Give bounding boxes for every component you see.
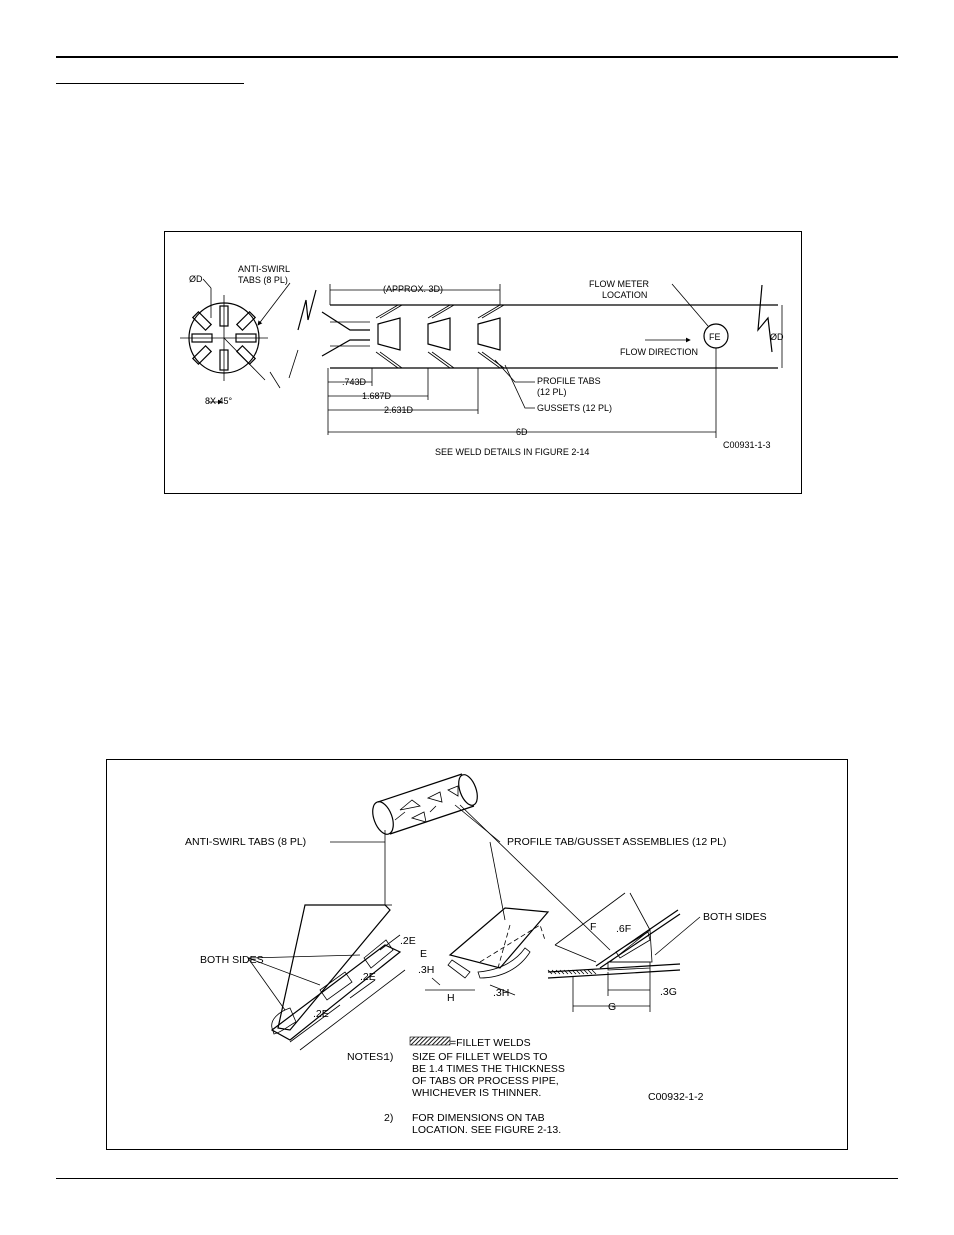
fig1-dim-743: .743D: [342, 377, 367, 387]
fig1-see-weld: SEE WELD DETAILS IN FIGURE 2-14: [435, 447, 589, 457]
fig2-note1-line2: BE 1.4 TIMES THE THICKNESS: [412, 1063, 565, 1075]
fig1-diameter-right: ØD: [770, 332, 784, 342]
fig1-fe-label: FE: [709, 332, 721, 342]
leader-lines: [330, 804, 611, 951]
fig2-dim-6f: .6F: [616, 923, 631, 935]
fig2-note1-line1: SIZE OF FILLET WELDS TO: [412, 1051, 547, 1063]
fig2-both-sides-left: BOTH SIDES: [200, 954, 264, 966]
fig1-code: C00931-1-3: [723, 440, 771, 450]
fig1-profile-tabs-2: (12 PL): [537, 387, 567, 397]
fig2-note2-line1: FOR DIMENSIONS ON TAB: [412, 1112, 545, 1124]
fig1-anti-swirl-label: ANTI-SWIRL: [238, 264, 290, 274]
fig2-note2-num: 2): [384, 1112, 393, 1124]
fig2-note2-line2: LOCATION. SEE FIGURE 2-13.: [412, 1124, 561, 1136]
pipe-end-view: [180, 278, 291, 405]
fig1-anti-swirl-label-2: TABS (8 PL): [238, 275, 288, 285]
fig1-profile-tabs: PROFILE TABS: [537, 376, 601, 386]
fig2-profile-assemblies: PROFILE TAB/GUSSET ASSEMBLIES (12 PL): [507, 836, 726, 848]
anti-swirl-tab-detail: [247, 904, 406, 1051]
fig2-dim-g: G: [608, 1001, 616, 1013]
fig1-flow-direction: FLOW DIRECTION: [620, 347, 698, 357]
fig2-dim-3g: .3G: [660, 986, 677, 998]
fig1-flow-meter-label: FLOW METER: [589, 279, 649, 289]
header-rule: [56, 56, 898, 58]
fig1-dim-6d: 6D: [516, 427, 528, 437]
fig2-anti-swirl: ANTI-SWIRL TABS (8 PL): [185, 836, 306, 848]
figure-1-panel: [164, 231, 802, 494]
fig2-note1-line4: WHICHEVER IS THINNER.: [412, 1087, 541, 1099]
fig2-dim-2e-c: .2E: [313, 1008, 329, 1020]
fig2-dim-e: E: [420, 948, 427, 960]
fig2-legend: =FILLET WELDS: [450, 1037, 531, 1049]
fig2-dim-2e-b: .2E: [360, 971, 376, 983]
fig1-dim-2631: 2.631D: [384, 405, 414, 415]
fig2-note1-num: 1): [384, 1051, 393, 1063]
fig2-both-sides-right: BOTH SIDES: [703, 911, 767, 923]
fig1-angle-label: 8X 45°: [205, 396, 233, 406]
fig2-code: C00932-1-2: [648, 1091, 704, 1103]
fig2-notes-label: NOTES:: [347, 1051, 386, 1063]
fig1-gussets: GUSSETS (12 PL): [537, 403, 612, 413]
footer-rule: [56, 1178, 898, 1179]
fig1-approx-3d: (APPROX. 3D): [383, 284, 443, 294]
figure-2-panel: [106, 759, 848, 1150]
fig2-dim-h: H: [447, 992, 455, 1004]
fig2-dim-2e-a: .2E: [400, 935, 416, 947]
fig2-note1-line3: OF TABS OR PROCESS PIPE,: [412, 1075, 559, 1087]
fig2-dim-f: F: [590, 921, 596, 933]
profile-tab-detail: [425, 907, 550, 996]
pipe-side-view: [288, 283, 783, 438]
fig1-dim-1687: 1.687D: [362, 391, 392, 401]
fig2-dim-3h-a: .3H: [418, 964, 434, 976]
pipe-isometric: [372, 773, 478, 835]
section-underline: [56, 83, 244, 84]
fig1-flow-meter-label-2: LOCATION: [602, 290, 647, 300]
gusset-detail: [547, 892, 701, 1012]
fig1-diameter-left: ØD: [189, 274, 203, 284]
fillet-weld-legend-swatch: [409, 1036, 451, 1046]
fig2-dim-3h-b: .3H: [493, 987, 509, 999]
